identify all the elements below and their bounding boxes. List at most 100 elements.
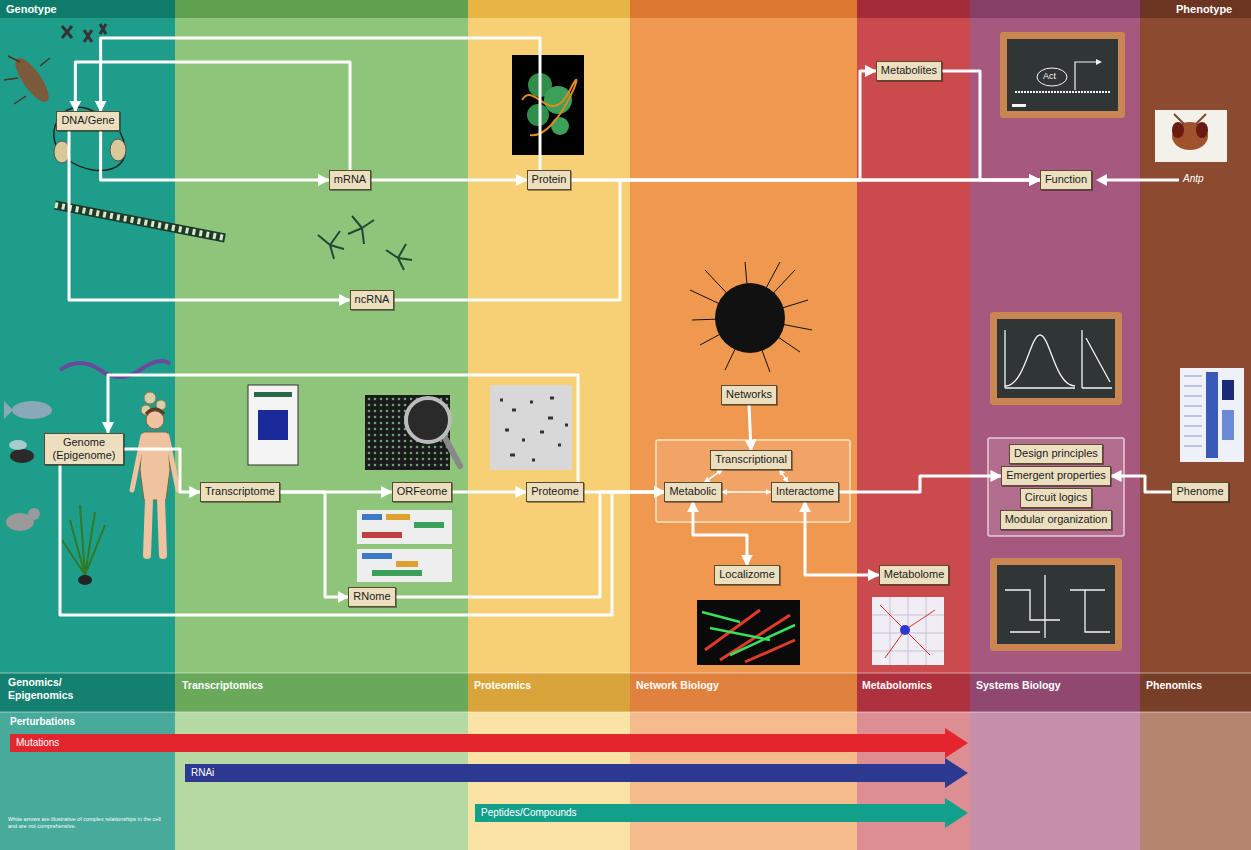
dna-helix <box>55 205 225 238</box>
caption-label: White arrows are illustrative of complex… <box>8 816 168 829</box>
table-image <box>362 532 402 538</box>
caption-label: Transcriptomics <box>182 679 263 692</box>
flow-arrow <box>101 131 329 180</box>
box-label: Modular organization <box>1005 513 1108 526</box>
human-figure <box>146 411 164 429</box>
protein-image <box>512 55 584 155</box>
antp-arrow <box>1096 174 1107 186</box>
yeast-figure <box>144 392 156 404</box>
label-band <box>1140 673 1251 712</box>
heatmap-image <box>1222 410 1234 440</box>
omics-box: Protein <box>527 170 572 189</box>
chalk-circle <box>1037 68 1067 86</box>
box-label: Proteome <box>531 485 579 498</box>
label-band <box>0 673 175 712</box>
caption-label: Genotype <box>6 3 57 16</box>
label-band <box>468 673 630 712</box>
fly-photo <box>1196 122 1208 138</box>
flow-arrow <box>280 492 348 597</box>
flow-arrow <box>452 491 526 494</box>
omics-box: Transcriptome <box>200 482 280 501</box>
box-label: DNA/Gene <box>61 114 114 127</box>
flow-arrow <box>942 71 1040 180</box>
caption-label: Phenotype <box>1176 3 1232 16</box>
chalk-arrow <box>1075 62 1098 90</box>
flow-arrow <box>101 38 540 170</box>
omics-box: Circuit logics <box>1020 488 1092 507</box>
heatmap-image <box>1222 380 1234 400</box>
box-label: Localizome <box>719 568 775 581</box>
fly-photo <box>1172 122 1208 150</box>
table-image <box>357 549 452 582</box>
network-group <box>656 440 850 522</box>
perturbation-band <box>0 712 175 850</box>
box-label: Function <box>1045 173 1087 186</box>
human-figure <box>147 500 163 555</box>
microarray-image <box>365 395 450 470</box>
fish-figure <box>4 401 13 419</box>
omics-box: Transcriptional <box>710 450 792 469</box>
label-band <box>630 673 857 712</box>
blackboard-frame <box>990 312 1122 405</box>
caption-label: Perturbations <box>10 716 75 728</box>
omics-box: Proteome <box>526 482 584 501</box>
blackboard <box>997 319 1115 398</box>
flow-arrow <box>69 131 350 300</box>
omics-box: Metabolic <box>664 482 721 501</box>
antp-arrow <box>1106 179 1179 182</box>
caption-label: Mutations <box>16 737 59 749</box>
flow-arrow <box>805 502 879 575</box>
plant-figure <box>78 575 92 585</box>
heatmap-image <box>1180 368 1244 462</box>
mutation-arrow <box>10 728 968 758</box>
omics-box: Design principles <box>1009 444 1103 463</box>
caption-label: Genomics/ Epigenomics <box>8 676 88 701</box>
omics-box: Function <box>1040 170 1092 189</box>
box-label: Metabolome <box>884 568 945 581</box>
flow-arrow <box>704 470 722 483</box>
metabolome-image <box>900 625 910 635</box>
blackboard-frame <box>1000 32 1125 118</box>
compound-arrow <box>475 798 968 828</box>
header-band <box>1140 0 1251 18</box>
gel-image <box>490 385 572 470</box>
omics-box: Genome (Epigenome) <box>44 433 124 465</box>
caption-label: Metabolomics <box>862 679 932 692</box>
magnifier <box>406 398 450 442</box>
flow-arrow <box>780 470 788 483</box>
network-figure <box>690 262 812 372</box>
perturbation-band <box>1140 712 1251 850</box>
flow-arrow <box>693 502 747 566</box>
header-band <box>630 0 857 18</box>
genechip-image <box>254 392 292 397</box>
row-divider <box>0 712 1251 713</box>
protein-image <box>522 80 576 135</box>
insect-legs <box>4 56 50 104</box>
systems-group <box>988 438 1124 536</box>
gel-spots <box>500 398 568 460</box>
box-label: Transcriptome <box>205 485 275 498</box>
box-label: mRNA <box>334 173 366 186</box>
flow-arrow <box>394 180 1039 300</box>
insect-figure <box>10 54 55 107</box>
heatmap-image <box>1206 372 1218 458</box>
box-label: RNome <box>353 590 390 603</box>
omics-box: RNome <box>348 587 395 606</box>
chalk-graph <box>1005 330 1112 388</box>
label-band <box>175 673 468 712</box>
flow-arrow <box>124 449 200 492</box>
header-band <box>468 0 630 18</box>
localizome-image <box>702 612 795 655</box>
table-image <box>396 561 418 567</box>
table-image <box>414 522 444 528</box>
rnai-arrow <box>185 758 968 788</box>
label-band <box>857 673 970 712</box>
heatmap-image <box>1184 376 1202 446</box>
caption-label: Act <box>1043 71 1056 82</box>
column-band <box>1140 18 1251 673</box>
chalk-circuit <box>1005 575 1110 638</box>
omics-box: Localizome <box>714 565 780 584</box>
dna-strand <box>54 107 125 170</box>
omics-box: Emergent properties <box>1001 466 1111 485</box>
